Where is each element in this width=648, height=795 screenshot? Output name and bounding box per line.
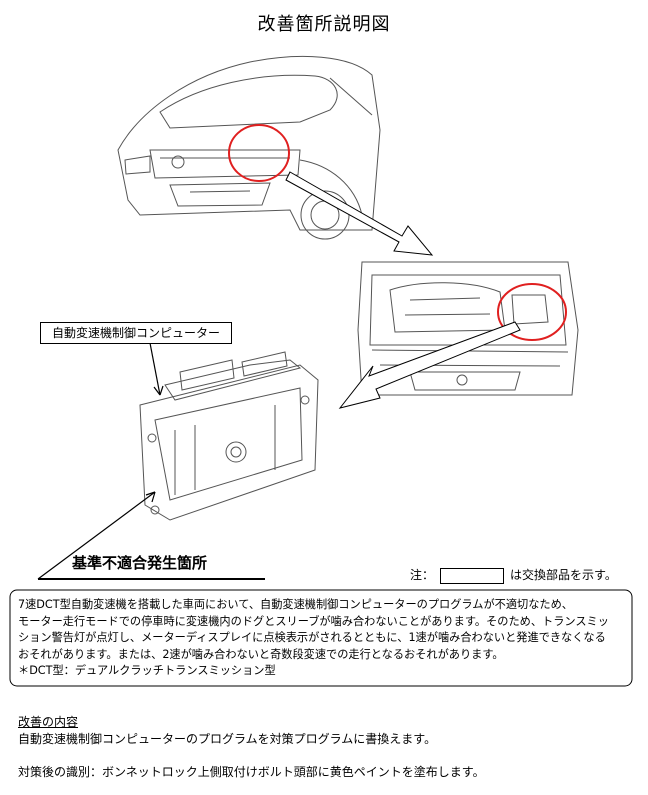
note-legend: 注： は交換部品を示す。 bbox=[410, 566, 617, 584]
ecu-illustration bbox=[139, 351, 319, 521]
car-illustration bbox=[117, 55, 381, 240]
ecu-label: 自動変速機制御コンピューター bbox=[40, 322, 232, 344]
ecu-label-arrowhead bbox=[153, 385, 164, 396]
improvement-heading: 改善の内容 bbox=[18, 715, 79, 729]
defect-location-label: 基準不適合発生箇所 bbox=[72, 554, 208, 572]
description-footnote: ＊DCT型：デュアルクラッチトランスミッション型 bbox=[18, 664, 276, 678]
ecu-location-highlight-circle bbox=[497, 283, 567, 341]
arrow-car-to-engine bbox=[285, 171, 434, 256]
defect-leader bbox=[37, 491, 156, 580]
description-box-border bbox=[9, 589, 633, 687]
description-line: おそれがあります。または、2速が噛み合わないと奇数段変速での走行となるおそれがあ… bbox=[18, 647, 504, 661]
description-line: 7速DCT型自動変速機を搭載した車両において、自動変速機制御コンピューターのプロ… bbox=[18, 598, 573, 611]
note-prefix: 注： bbox=[410, 568, 435, 582]
page-title: 改善箇所説明図 bbox=[257, 14, 391, 35]
arrow-engine-to-ecu bbox=[338, 321, 521, 409]
replacement-part-legend-box bbox=[440, 567, 505, 584]
ecu-label-leader bbox=[149, 342, 161, 396]
pointer-arrows bbox=[285, 171, 521, 409]
note-suffix: は交換部品を示す。 bbox=[510, 568, 617, 582]
identification-note: 対策後の識別：ボンネットロック上側取付けボルト頭部に黄色ペイントを塗布します。 bbox=[18, 765, 485, 779]
defect-leader-arrowhead bbox=[145, 491, 156, 503]
improvement-body: 自動変速機制御コンピューターのプログラムを対策プログラムに書換えます。 bbox=[18, 732, 437, 746]
headlight-highlight-circle bbox=[228, 124, 290, 182]
description-line: ション警告灯が点灯し、メーターディスプレイに点検表示がされるとともに、1速が噛み… bbox=[18, 631, 606, 645]
defect-description: 7速DCT型自動変速機を搭載した車両において、自動変速機制御コンピューターのプロ… bbox=[18, 597, 628, 680]
description-line: モーター走行モードでの停車時に変速機内のドグとスリーブが噛み合わないことがありま… bbox=[18, 614, 609, 628]
